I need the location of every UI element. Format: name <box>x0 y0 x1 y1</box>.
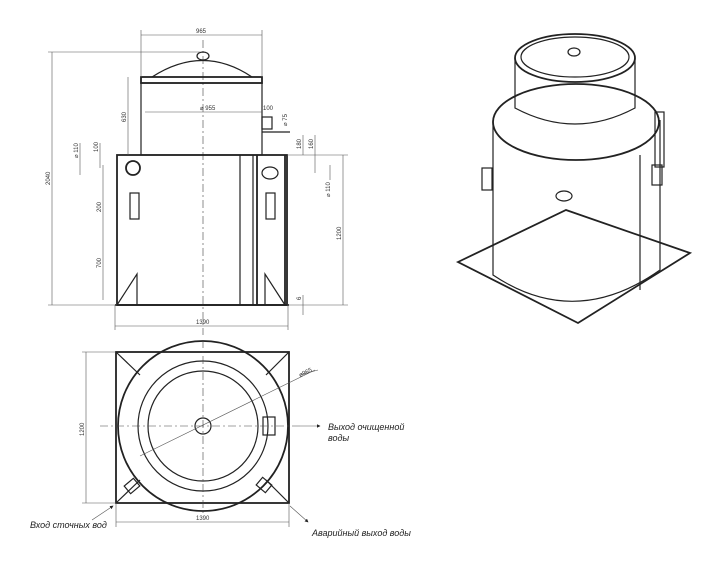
label-outlet: Выход очищенной <box>328 422 404 432</box>
dim-630: 630 <box>122 111 128 122</box>
dim-1390-plan: 1390 <box>196 516 210 522</box>
dim-965: 965 <box>196 29 207 35</box>
plan-view: 1200 ⌀965 1390 Выход очищенной воды Вход… <box>30 340 411 538</box>
isometric-view <box>455 33 693 325</box>
dim-110-outlet: ⌀ 110 <box>326 181 332 197</box>
dim-1200: 1200 <box>337 226 343 240</box>
label-emergency: Аварийный выход воды <box>311 528 411 538</box>
dim-100-inlet: 100 <box>94 141 100 152</box>
dim-700: 700 <box>97 257 103 268</box>
dim-100-top: 100 <box>263 106 274 112</box>
dim-75: ⌀ 75 <box>283 113 289 126</box>
dim-110-inlet: ⌀ 110 <box>74 142 80 158</box>
dim-200: 200 <box>97 201 103 212</box>
label-inlet: Вход сточных вод <box>30 520 107 530</box>
dim-160: 160 <box>309 138 315 149</box>
label-outlet-2: воды <box>328 433 349 443</box>
dim-965-plan: ⌀965 <box>298 367 313 378</box>
dim-2040: 2040 <box>46 171 52 185</box>
front-view: 965 2040 630 ⌀ 955 100 ⌀ 75 ⌀ 110 100 20… <box>46 29 348 335</box>
dim-1390: 1390 <box>196 320 210 326</box>
dim-1200-plan: 1200 <box>80 422 86 436</box>
dim-180: 180 <box>297 138 303 149</box>
dim-6: 6 <box>297 296 303 300</box>
dim-955: ⌀ 955 <box>200 106 216 112</box>
